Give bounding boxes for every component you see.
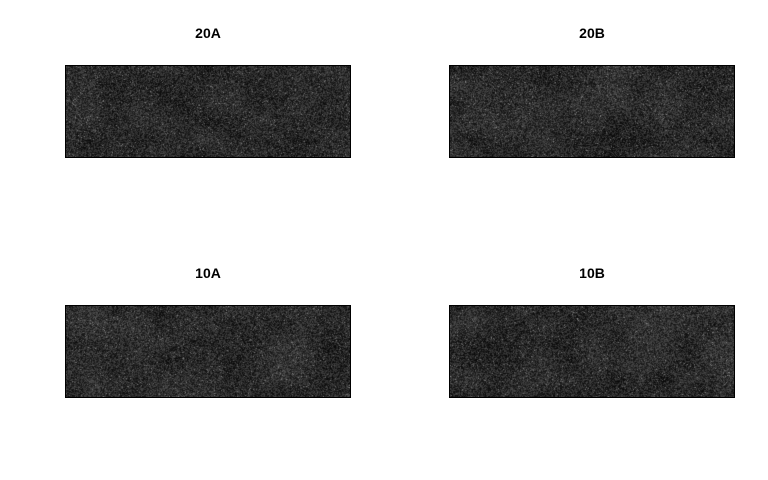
noise-image-10a <box>65 305 351 398</box>
noise-canvas-20a <box>66 66 350 157</box>
noise-canvas-10b <box>450 306 734 397</box>
panel-title-10b: 10B <box>579 265 605 281</box>
noise-image-20a <box>65 65 351 158</box>
noise-image-10b <box>449 305 735 398</box>
noise-canvas-10a <box>66 306 350 397</box>
panel-title-20b: 20B <box>579 25 605 41</box>
panel-title-20a: 20A <box>195 25 221 41</box>
noise-image-20b <box>449 65 735 158</box>
noise-canvas-20b <box>450 66 734 157</box>
panel-title-10a: 10A <box>195 265 221 281</box>
